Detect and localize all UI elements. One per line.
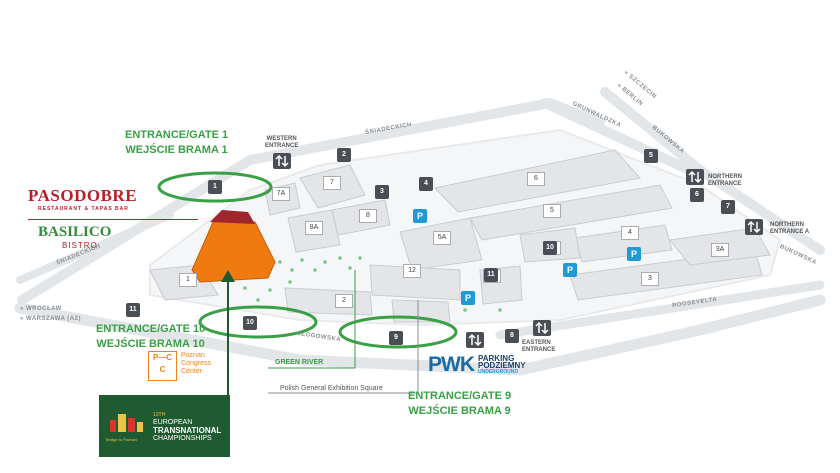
gate-1-en: ENTRANCE/GATE 1 [125,129,229,141]
pavilion-number: 5 [543,204,561,218]
road-glogowska [14,294,826,376]
pavilion-number: 6 [527,172,545,186]
basilico-logo: BASILICO [38,224,112,240]
parking-icon: P [563,263,577,277]
roads [14,87,826,376]
pcc-logo-box: P—C C [148,351,177,381]
pavilion-badge[interactable]: 5 [644,149,658,163]
pwk-line2: PODZIEMNY [478,361,526,370]
pavilion-number: 8A [305,221,323,235]
pasodobre-logo: PASODOBRE [28,186,138,205]
pcc-text: Poznan Congress Center [181,352,211,376]
gate-9-en: ENTRANCE/GATE 9 [408,390,512,402]
pavilion-12-block [369,264,461,301]
entrance-arrows-icon [466,332,484,348]
pwk-line1: PARKING [478,354,515,363]
pcc-line3: Center [181,368,203,375]
pavilion-badge[interactable]: 10 [543,241,557,255]
pwk-line3: UNDERGROUND [478,369,518,375]
pavilion-number: 12 [403,264,421,278]
pasodobre-subtitle: RESTAURANT & TAPAS BAR [38,206,129,212]
northern-entrance-label: NORTHERN ENTRANCE [708,174,742,188]
basilico-subtitle: BISTRO [62,241,98,250]
etc-text: 13TH EUROPEAN TRANSNATIONAL CHAMPIONSHIP… [153,411,221,443]
gate-9-ring [338,315,458,349]
pavilion-number: 5A [433,231,451,245]
etc-line2: EUROPEAN [153,419,193,426]
pavilion-5-block [469,184,673,241]
road-roosevelta [495,280,825,340]
pavilion-badge[interactable]: 10 [243,316,257,330]
entrance-arrows-icon [273,153,291,169]
western-line2: ENTRANCE [265,143,299,149]
gate-1-ring [157,171,273,203]
arrow-head [221,270,235,282]
parking-icon: P [461,291,475,305]
legend-green-river: GREEN RIVER [275,359,324,366]
western-line1: WESTERN [266,136,297,142]
pavilion-badge[interactable]: 6 [690,188,704,202]
gate-10-pl: WEJŚCIE BRAMA 10 [96,338,205,350]
etc-flag-icon [108,412,146,432]
gate-rings [157,171,458,349]
pavilion-badge[interactable]: 11 [484,268,498,282]
pavilion-number: 8 [359,209,377,223]
entrance-arrows-icon [686,169,704,185]
pavilion-number: 4 [621,226,639,240]
street-wroclaw: « WROCŁAW [20,306,62,312]
pavilion-number: 7A [272,187,290,201]
eastern-line1: EASTERN [522,340,551,346]
eastern-entrance-label: EASTERN ENTRANCE [522,340,555,354]
gate-10-ring [198,305,318,339]
pavilion-number: 7 [323,176,341,190]
gate-9-label: ENTRANCE/GATE 9 WEJŚCIE BRAMA 9 [408,389,511,419]
pavilion-number: 2 [335,294,353,308]
entrance-arrows-icon [533,320,551,336]
pavilion-badge[interactable]: 2 [337,148,351,162]
northern-a-line2: ENTRANCE A [770,229,810,235]
pavilion-badge[interactable]: 4 [419,177,433,191]
northern-a-line1: NORTHERN [770,222,804,228]
gate-9-pl: WEJŚCIE BRAMA 9 [408,405,511,417]
parking-icon: P [627,247,641,261]
street-warszawa: « WARSZAWA (A2) [20,316,81,322]
parking-icon: P [413,209,427,223]
legend-square: Polish General Exhibition Square [280,385,383,392]
eastern-line2: ENTRANCE [522,347,556,353]
northern-entrance-a-label: NORTHERN ENTRANCE A [770,222,809,236]
pavilion-badge[interactable]: 9 [389,331,403,345]
pavilion-badge[interactable]: 3 [375,185,389,199]
etc-tagline: Bridge to Poznań [106,437,137,442]
highlighted-roof-red [210,210,255,224]
green-river-leader [268,270,356,369]
etc-line4: CHAMPIONSHIPS [153,435,212,442]
pavilion-badge[interactable]: 1 [208,180,222,194]
pavilions [149,149,771,323]
pavilion-badge[interactable]: 11 [126,303,140,317]
gate-10-en: ENTRANCE/GATE 10 [96,323,206,335]
etc-line3: TRANSNATIONAL [153,426,222,435]
gate-1-label: ENTRANCE/GATE 1 WEJŚCIE BRAMA 1 [125,128,228,158]
pwk-text: PARKING PODZIEMNY UNDERGROUND [478,355,526,376]
pavilion-badge[interactable]: 8 [505,329,519,343]
entrance-arrows-icon [745,219,763,235]
northern-line2: ENTRANCE [708,181,742,187]
pavilion-number: 3A [711,243,729,257]
northern-line1: NORTHERN [708,174,742,180]
pavilion-badge[interactable]: 7 [721,200,735,214]
etc-line1: 13TH [153,412,166,418]
gate-1-pl: WEJŚCIE BRAMA 1 [125,144,228,156]
gate-10-label: ENTRANCE/GATE 10 WEJŚCIE BRAMA 10 [96,322,205,352]
pavilion-number: 1 [179,273,197,287]
pcc-line1: Poznan [181,352,205,359]
road-grunwaldzka [540,98,705,180]
pcc-line2: Congress [181,360,211,367]
pwk-logo: PWK [428,353,475,376]
western-entrance-label: WESTERN ENTRANCE [265,136,298,150]
square-leader [268,300,419,394]
road-left-diagonal [16,211,174,284]
pavilion-number: 3 [641,272,659,286]
restaurant-divider [28,219,198,220]
